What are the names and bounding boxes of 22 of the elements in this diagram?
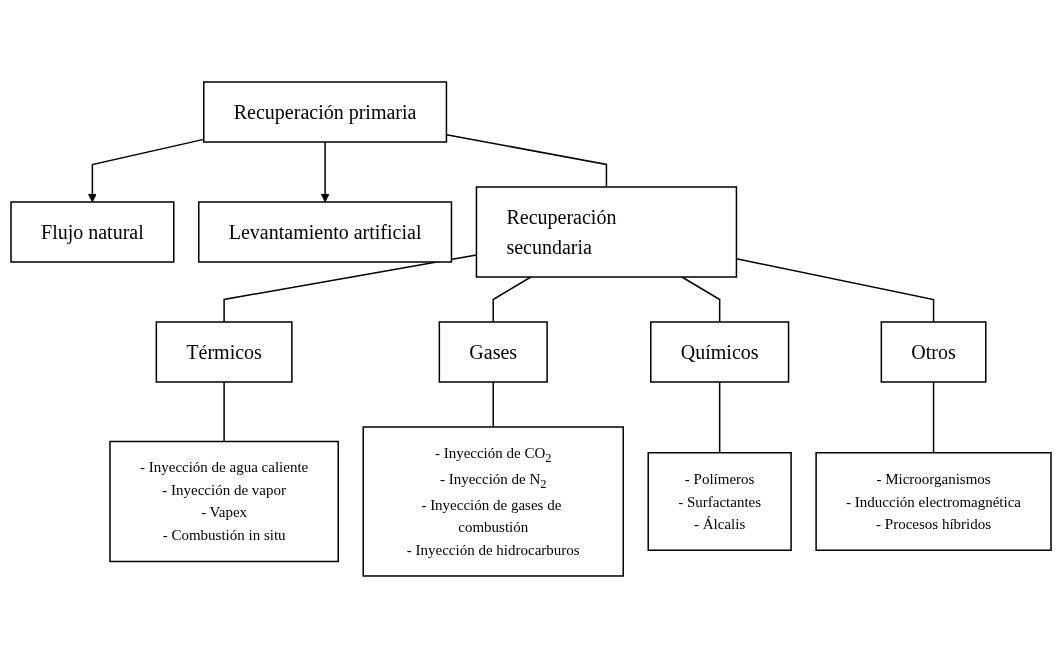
connector — [719, 380, 721, 453]
node-box: Otros — [881, 320, 987, 383]
node-box: - Inyección de agua caliente - Inyección de vapor - Vapex - Combustión in situ — [109, 440, 340, 562]
arrow — [321, 140, 330, 202]
arrow — [88, 138, 205, 202]
connector — [492, 380, 495, 428]
connector — [933, 380, 935, 453]
node-box: Gases — [439, 320, 549, 383]
connector — [446, 133, 608, 188]
node-box: Recuperación primaria — [203, 80, 448, 143]
node-box: Recuperación secundaria — [476, 185, 738, 278]
node-box: Térmicos — [156, 320, 294, 383]
connector — [736, 257, 935, 323]
node-box: - Inyección de CO$_{2}$ - Inyección de N$_{2}$ - Inyección de gases de combustión - Inyección de hidrocarburos — [362, 425, 625, 577]
connector — [681, 275, 721, 323]
connector — [223, 380, 226, 442]
node-box: - Polímeros - Surfactantes - Álcalis — [647, 451, 793, 551]
node-box: Levantamiento artificial — [198, 200, 453, 263]
node-box: Flujo natural — [10, 200, 175, 263]
node-box: - Microorganismos - Inducción electromagnética - Procesos híbridos — [815, 451, 1053, 551]
connector — [492, 275, 533, 323]
node-box: Químicos — [650, 320, 790, 383]
